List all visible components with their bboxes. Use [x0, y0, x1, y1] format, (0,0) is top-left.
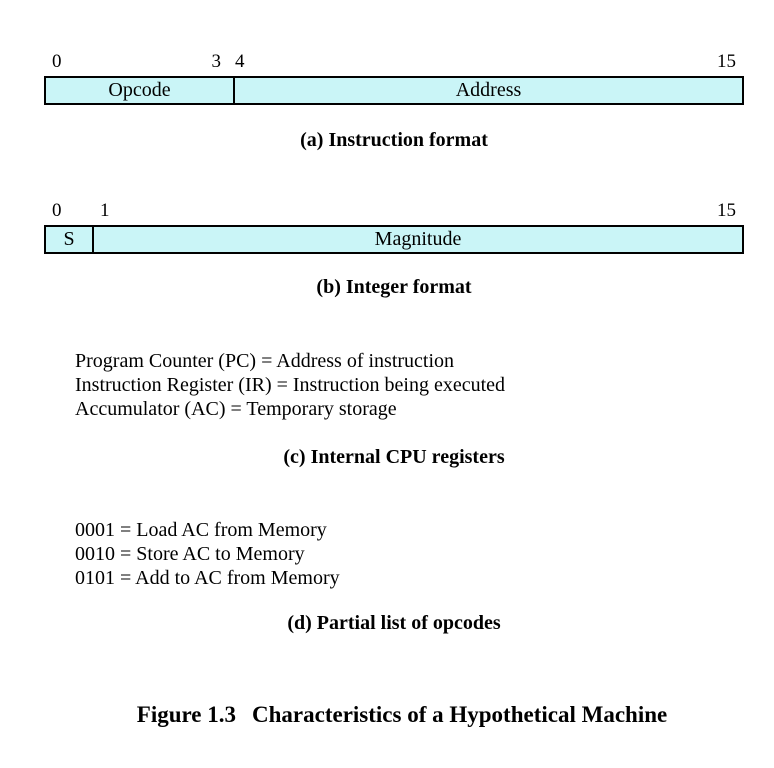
instruction-format-bit-labels: 0 3 4 15 [44, 52, 744, 72]
register-line-ac: Accumulator (AC) = Temporary storage [75, 398, 397, 420]
opcode-field-label: Opcode [108, 79, 171, 101]
register-line-ir: Instruction Register (IR) = Instruction … [75, 374, 506, 396]
sign-field-label: S [63, 228, 75, 250]
caption-integer-format: (b) Integer format [316, 276, 472, 298]
caption-instruction-format: (a) Instruction format [300, 129, 488, 151]
opcode-line-store: 0010 = Store AC to Memory [75, 543, 305, 565]
caption-opcodes: (d) Partial list of opcodes [287, 612, 501, 634]
bit-label-1: 1 [100, 200, 110, 221]
integer-format-bar: S Magnitude [44, 225, 744, 254]
opcode-field: Opcode [46, 78, 233, 103]
opcode-line-add: 0101 = Add to AC from Memory [75, 567, 340, 589]
opcodes-list: 0001 = Load AC from Memory 0010 = Store … [75, 518, 340, 590]
register-line-pc: Program Counter (PC) = Address of instru… [75, 350, 455, 372]
bit-label-4: 4 [235, 51, 245, 72]
magnitude-field: Magnitude [92, 227, 742, 252]
integer-format-bit-labels: 0 1 15 [44, 201, 744, 221]
sign-field: S [46, 227, 92, 252]
instruction-format-bar: Opcode Address [44, 76, 744, 105]
figure-title-text: Characteristics of a Hypothetical Machin… [252, 702, 668, 727]
address-field-label: Address [455, 79, 522, 101]
bit-label-0: 0 [52, 51, 62, 72]
caption-cpu-registers: (c) Internal CPU registers [283, 446, 505, 468]
bit-label-15: 15 [717, 51, 736, 72]
bit-label-15: 15 [717, 200, 736, 221]
figure-number: Figure 1.3 [136, 702, 237, 727]
address-field: Address [233, 78, 742, 103]
bit-label-3: 3 [211, 51, 222, 72]
magnitude-field-label: Magnitude [374, 228, 462, 250]
figure-title: Figure 1.3 Characteristics of a Hypotheti… [44, 702, 760, 728]
opcode-line-load: 0001 = Load AC from Memory [75, 519, 327, 541]
cpu-registers-list: Program Counter (PC) = Address of instru… [75, 349, 505, 421]
bit-label-0: 0 [52, 200, 62, 221]
